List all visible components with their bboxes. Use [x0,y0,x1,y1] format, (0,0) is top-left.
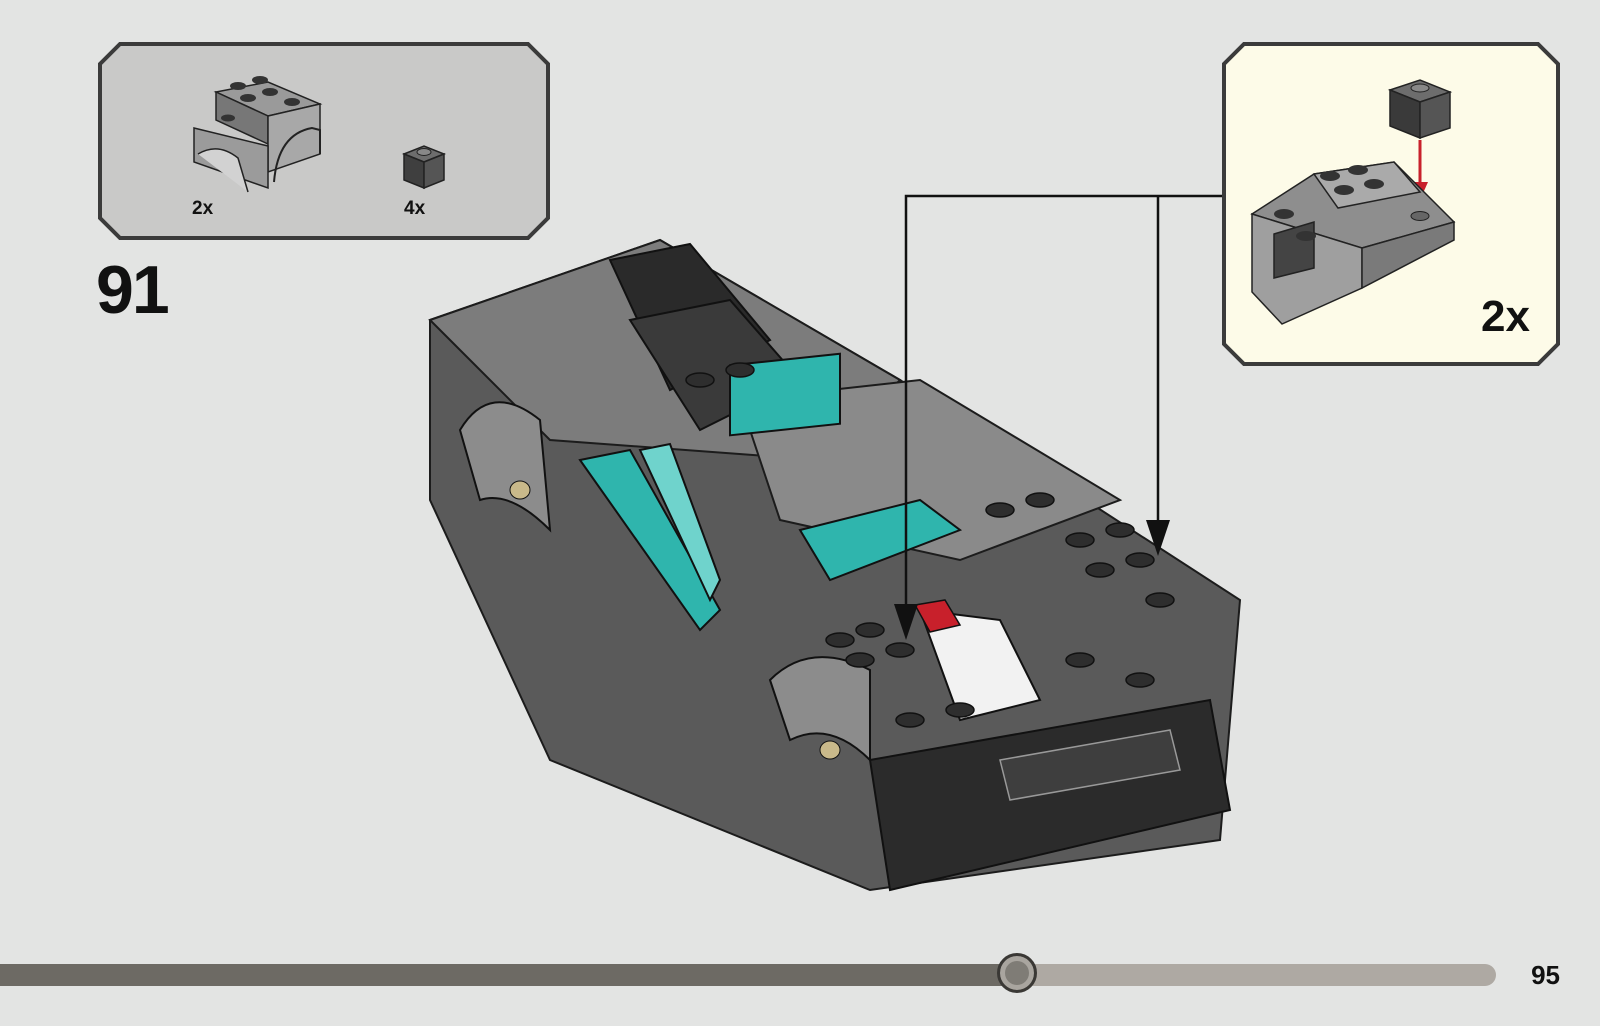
sub-assembly-qty: 2x [1481,292,1530,342]
brick-1x1-icon [1390,80,1450,138]
part-qty-arch: 2x [192,198,213,220]
progress-knob [997,953,1037,993]
step-number: 91 [96,256,168,324]
page-progress-bar [0,964,1496,986]
car-model-illustration [400,200,1260,900]
page-number: 95 [1531,960,1560,991]
progress-fill [0,964,1017,986]
sub-assembly-panel: 2x [1222,42,1560,366]
brick-1x1-icon [404,146,444,188]
